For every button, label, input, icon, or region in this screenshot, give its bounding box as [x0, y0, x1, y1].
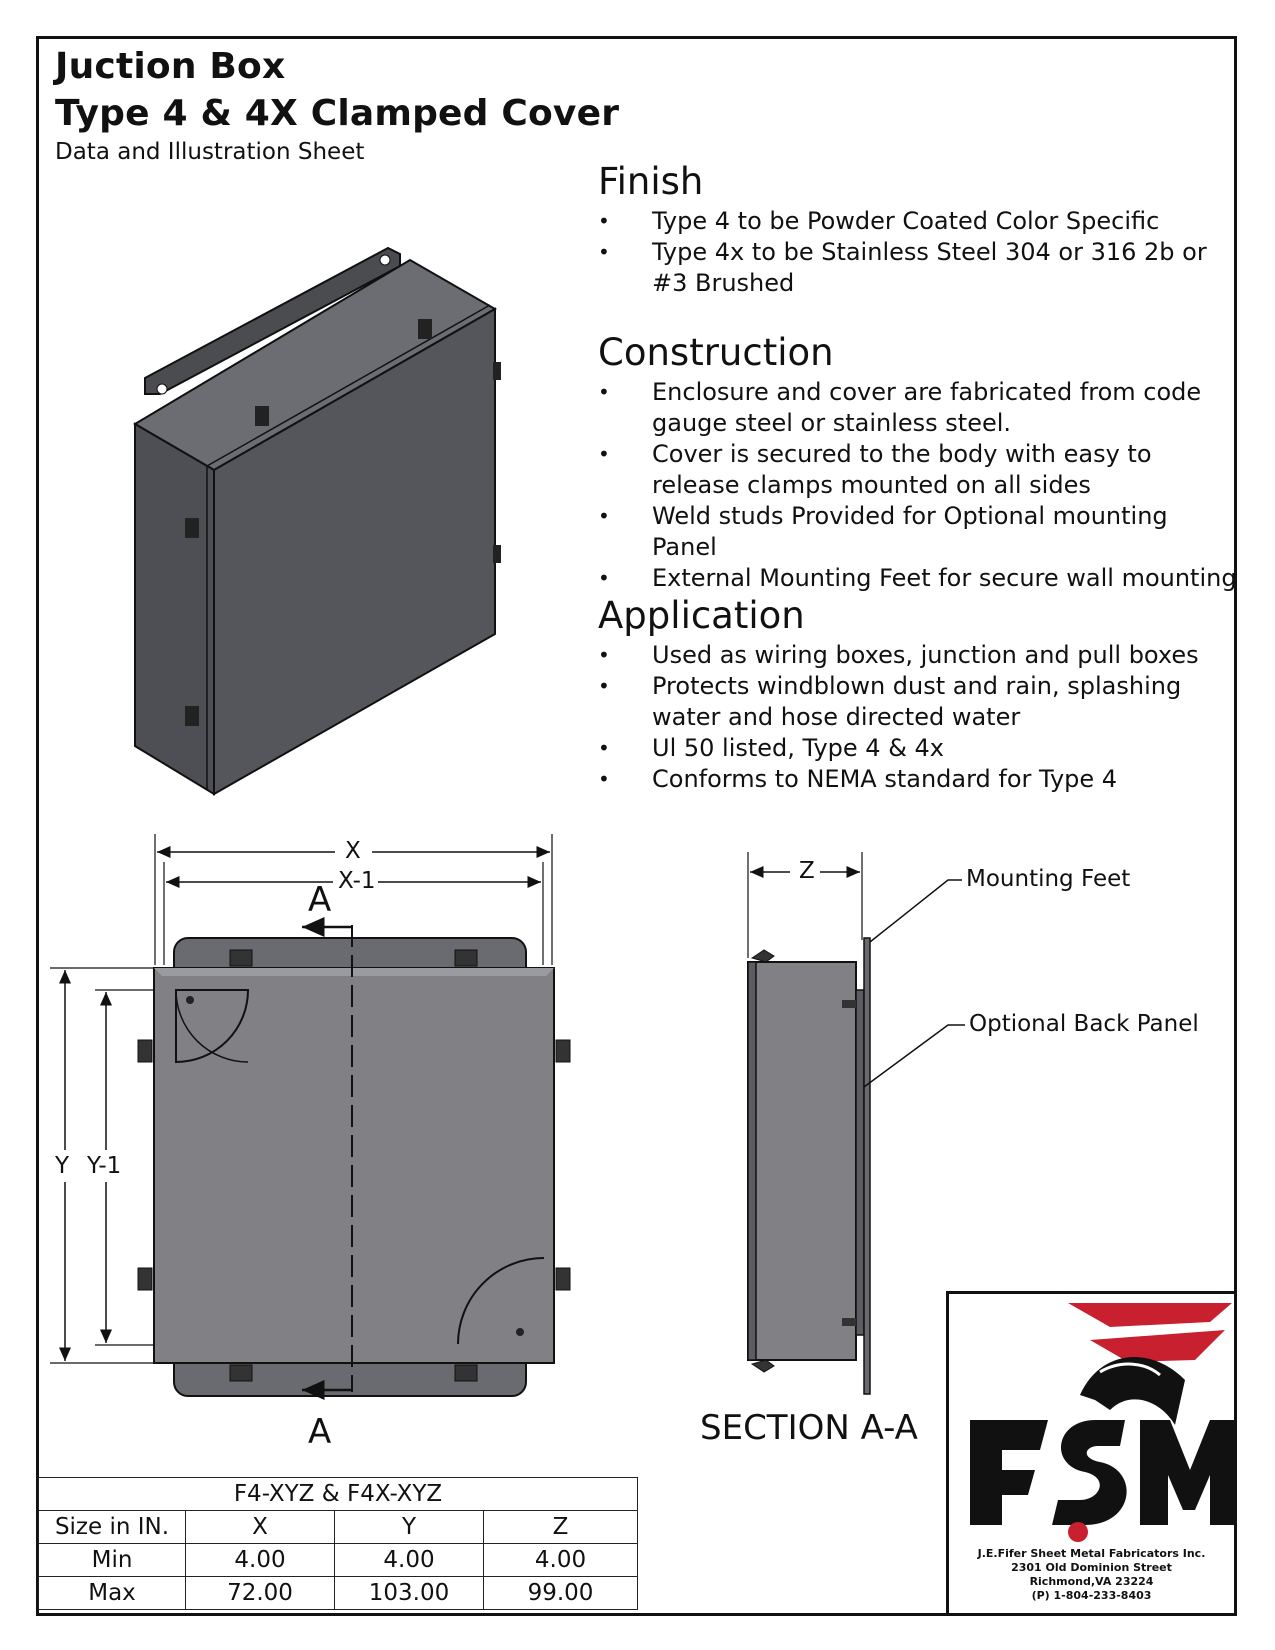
- company-address: J.E.Fifer Sheet Metal Fabricators Inc. 2…: [946, 1547, 1237, 1603]
- dim-x1-label: X-1: [338, 868, 376, 894]
- section-view-title: SECTION A-A: [700, 1408, 918, 1448]
- section-mark-bottom: A: [308, 1412, 332, 1452]
- subtitle: Data and Illustration Sheet: [55, 139, 365, 165]
- table-cell: 103.00: [334, 1576, 484, 1610]
- dim-z-label: Z: [799, 858, 815, 884]
- application-section: Application Used as wiring boxes, juncti…: [598, 594, 1238, 795]
- list-item: Type 4 to be Powder Coated Color Specifi…: [598, 206, 1238, 237]
- list-item: Type 4x to be Stainless Steel 304 or 316…: [598, 237, 1238, 299]
- application-list: Used as wiring boxes, junction and pull …: [598, 640, 1238, 795]
- table-cell: 4.00: [334, 1543, 484, 1577]
- company-name: J.E.Fifer Sheet Metal Fabricators Inc.: [977, 1547, 1206, 1560]
- table-header-row: Size in IN. X Y Z: [38, 1510, 638, 1544]
- table-row: F4-XYZ & F4X-XYZ: [38, 1477, 638, 1511]
- dimension-table: F4-XYZ & F4X-XYZ Size in IN. X Y Z Min 4…: [38, 1477, 638, 1610]
- table-cell: Max: [38, 1576, 186, 1610]
- title-line-2: Type 4 & 4X Clamped Cover: [55, 93, 620, 134]
- table-header-cell: X: [185, 1510, 335, 1544]
- list-item: Ul 50 listed, Type 4 & 4x: [598, 733, 1238, 764]
- company-street: 2301 Old Dominion Street: [1011, 1561, 1172, 1574]
- table-cell: 99.00: [483, 1576, 638, 1610]
- table-cell: Min: [38, 1543, 186, 1577]
- dim-x-label: X: [345, 838, 361, 864]
- callout-mounting-feet: Mounting Feet: [966, 866, 1131, 892]
- list-item: Conforms to NEMA standard for Type 4: [598, 764, 1238, 795]
- company-logo-block: [946, 1291, 1237, 1616]
- callout-optional-back-panel: Optional Back Panel: [969, 1011, 1199, 1037]
- list-item: External Mounting Feet for secure wall m…: [598, 563, 1238, 594]
- title-line-1: Juction Box: [55, 46, 286, 87]
- table-header-cell: Size in IN.: [38, 1510, 186, 1544]
- application-heading: Application: [598, 594, 805, 637]
- table-cell: 4.00: [185, 1543, 335, 1577]
- list-item: Weld studs Provided for Optional mountin…: [598, 501, 1238, 563]
- list-item: Enclosure and cover are fabricated from …: [598, 377, 1238, 439]
- construction-heading: Construction: [598, 331, 834, 374]
- company-phone: (P) 1-804-233-8403: [1031, 1589, 1152, 1602]
- finish-list: Type 4 to be Powder Coated Color Specifi…: [598, 206, 1238, 299]
- table-header-cell: Z: [483, 1510, 638, 1544]
- table-row: Min 4.00 4.00 4.00: [38, 1543, 638, 1577]
- dim-y1-label: Y-1: [87, 1153, 122, 1179]
- table-cell: 4.00: [483, 1543, 638, 1577]
- table-model-cell: F4-XYZ & F4X-XYZ: [38, 1477, 638, 1511]
- list-item: Protects windblown dust and rain, splash…: [598, 671, 1238, 733]
- list-item: Cover is secured to the body with easy t…: [598, 439, 1238, 501]
- dim-y-label: Y: [55, 1153, 70, 1179]
- finish-heading: Finish: [598, 160, 704, 203]
- finish-section: Finish Type 4 to be Powder Coated Color …: [598, 160, 1238, 299]
- section-mark-top: A: [308, 880, 332, 920]
- company-city: Richmond,VA 23224: [1029, 1575, 1154, 1588]
- construction-section: Construction Enclosure and cover are fab…: [598, 331, 1238, 594]
- table-cell: 72.00: [185, 1576, 335, 1610]
- table-header-cell: Y: [334, 1510, 484, 1544]
- list-item: Used as wiring boxes, junction and pull …: [598, 640, 1238, 671]
- table-row: Max 72.00 103.00 99.00: [38, 1576, 638, 1610]
- construction-list: Enclosure and cover are fabricated from …: [598, 377, 1238, 594]
- sheet-border: [36, 36, 1237, 1616]
